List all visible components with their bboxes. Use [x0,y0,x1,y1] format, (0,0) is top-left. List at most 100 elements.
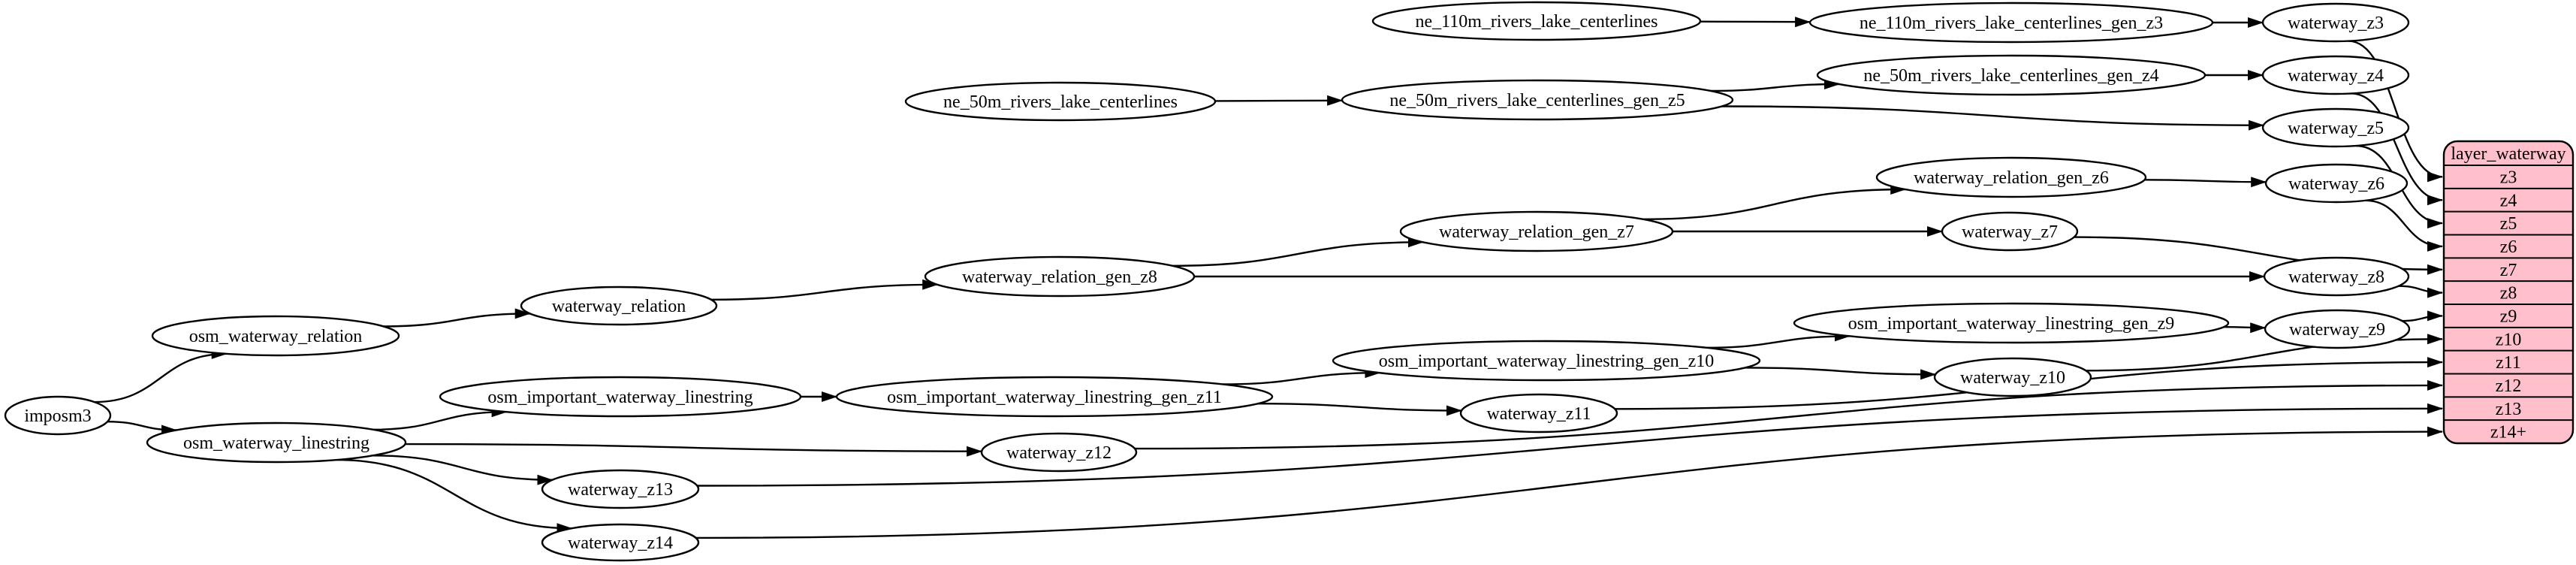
node-ellipse [1875,156,2147,198]
edge-waterway_z14--layer_waterway-z14+ [695,426,2443,539]
node-ellipse [1399,210,1674,252]
node-waterway_relation_gen_z7: waterway_relation_gen_z7 [1399,210,1674,252]
node-ne_50m_rivers_lake_centerlines_gen_z5: ne_50m_rivers_lake_centerlines_gen_z5 [1341,79,1734,121]
node-ellipse [2261,107,2410,148]
record-row-z7: z7 [2500,261,2517,280]
node-waterway_relation_gen_z8: waterway_relation_gen_z8 [924,255,1196,298]
record-outline [2442,140,2574,445]
edge-osm_important_waterway_linestring_gen_z10--waterway_z10 [1745,367,1937,380]
record-row-z3: z3 [2500,168,2517,187]
node-label: waterway_z13 [568,480,673,500]
node-label: waterway_z8 [2288,267,2384,287]
node-label: waterway_relation [552,297,686,316]
edge-waterway_relation_gen_z7--waterway_relation_gen_z6 [1642,184,1907,220]
node-ellipse [541,523,700,562]
node-ellipse [1941,211,2079,252]
edge-imposm3--osm_waterway_relation [94,348,228,403]
node-label: ne_50m_rivers_lake_centerlines_gen_z4 [1863,66,2158,86]
node-waterway_relation: waterway_relation [520,286,718,326]
node-label: ne_50m_rivers_lake_centerlines [943,92,1178,112]
node-ellipse [1793,302,2230,344]
edge-osm_waterway_linestring--waterway_z12 [405,443,983,457]
node-ellipse [146,421,407,464]
node-ellipse [1459,393,1618,434]
node-label: osm_important_waterway_linestring_gen_z1… [1379,352,1715,371]
node-waterway_z14: waterway_z14 [541,523,700,562]
node-osm_waterway_linestring: osm_waterway_linestring [146,421,407,464]
edge-waterway_z8--layer_waterway-z8 [2398,285,2443,298]
record-row-z5: z5 [2500,214,2517,234]
node-ellipse [980,432,1138,473]
node-imposm3: imposm3 [4,395,112,436]
node-label: waterway_z9 [2289,320,2385,340]
node-ellipse [1371,1,1702,41]
record-title: layer_waterway [2451,144,2565,164]
record-row-z9: z9 [2500,307,2517,326]
node-waterway_z8: waterway_z8 [2263,256,2410,297]
node-ellipse [2264,163,2409,204]
edges-layer [94,17,2443,539]
node-waterway_z5: waterway_z5 [2261,107,2410,148]
node-ne_50m_rivers_lake_centerlines: ne_50m_rivers_lake_centerlines [904,81,1217,122]
node-ellipse [541,469,700,509]
node-label: waterway_z12 [1006,443,1112,463]
node-label: waterway_z11 [1486,404,1591,424]
edge-osm_waterway_linestring--waterway_z13 [373,455,554,485]
node-label: osm_important_waterway_linestring [487,388,753,407]
node-label: waterway_z6 [2288,174,2384,194]
node-label: waterway_relation_gen_z6 [1914,168,2109,188]
node-osm_important_waterway_linestring: osm_important_waterway_linestring [439,376,802,418]
node-osm_important_waterway_linestring_gen_z11: osm_important_waterway_linestring_gen_z1… [835,376,1274,418]
node-waterway_z7: waterway_z7 [1941,211,2079,252]
node-waterway_z9: waterway_z9 [2264,309,2411,349]
node-ellipse [1332,340,1761,382]
node-label: ne_110m_rivers_lake_centerlines_gen_z3 [1860,14,2163,33]
node-label: waterway_z7 [1962,222,2058,242]
node-ellipse [1816,54,2206,96]
node-label: waterway_z10 [1960,368,2065,388]
node-label: osm_waterway_linestring [183,434,370,453]
node-ellipse [924,255,1196,298]
node-ellipse [904,81,1217,122]
node-waterway_z4: waterway_z4 [2261,55,2410,95]
node-ellipse [439,376,802,418]
node-label: ne_110m_rivers_lake_centerlines [1416,12,1658,32]
node-ne_50m_rivers_lake_centerlines_gen_z4: ne_50m_rivers_lake_centerlines_gen_z4 [1816,54,2206,96]
record-row-z11: z11 [2496,353,2521,373]
edge-osm_important_waterway_linestring_gen_z10--osm_important_waterway_linestring_gen_z9 [1706,331,1851,349]
node-ellipse [2263,256,2410,297]
node-label: waterway_relation_gen_z7 [1439,222,1634,242]
edge-waterway_relation_gen_z8--waterway_relation_gen_z7 [1172,237,1424,267]
node-label: waterway_relation_gen_z8 [962,267,1157,287]
edge-imposm3--osm_waterway_linestring [107,421,177,436]
node-ne_110m_rivers_lake_centerlines: ne_110m_rivers_lake_centerlines [1371,1,1702,41]
node-ellipse [520,286,718,326]
record-row-z8: z8 [2500,284,2517,304]
node-ellipse [835,376,1274,418]
node-label: ne_50m_rivers_lake_centerlines_gen_z5 [1389,91,1685,110]
node-label: waterway_z5 [2288,119,2384,138]
edge-waterway_z12--layer_waterway-z12 [1134,379,2443,450]
node-waterway_z13: waterway_z13 [541,469,700,509]
node-waterway_relation_gen_z6: waterway_relation_gen_z6 [1875,156,2147,198]
node-ellipse [2261,2,2410,43]
node-waterway_z11: waterway_z11 [1459,393,1618,434]
edge-waterway_z9--layer_waterway-z9 [2402,310,2443,322]
edge-waterway_z6--layer_waterway-z6 [2365,199,2443,252]
node-ellipse [1341,79,1734,121]
node-ellipse [1933,357,2092,397]
node-osm_important_waterway_linestring_gen_z9: osm_important_waterway_linestring_gen_z9 [1793,302,2230,344]
node-ellipse [4,395,112,436]
node-waterway_z12: waterway_z12 [980,432,1138,473]
node-waterway_z3: waterway_z3 [2261,2,2410,43]
nodes-layer: imposm3osm_waterway_relationosm_waterway… [4,1,2411,562]
node-label: waterway_z4 [2288,66,2384,86]
edge-osm_waterway_linestring--waterway_z14 [336,458,573,534]
record-row-z4: z4 [2500,191,2517,210]
edge-waterway_z3--layer_waterway-z3 [2348,40,2443,183]
edge-waterway_z4--layer_waterway-z4 [2351,92,2443,206]
edge-ne_110m_rivers_lake_centerlines--ne_110m_rivers_lake_centerlines_gen_z3 [1700,17,1811,28]
record-layer-waterway: layer_waterwayz3z4z5z6z7z8z9z10z11z12z13… [2442,140,2574,445]
